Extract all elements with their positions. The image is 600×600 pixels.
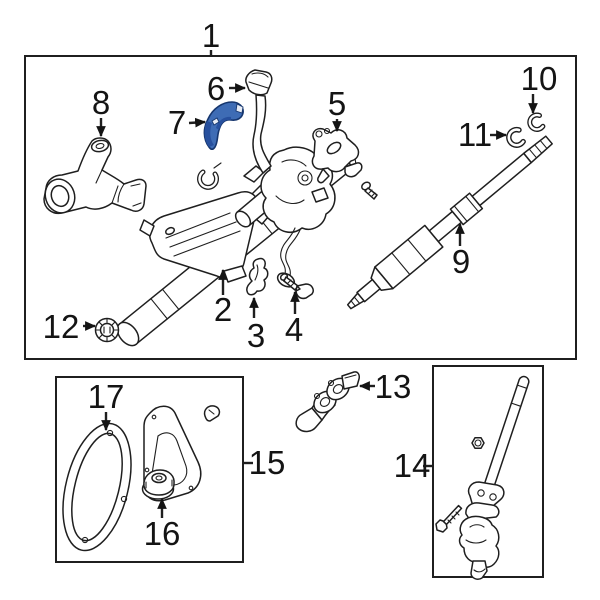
assembly-boxes	[24, 55, 577, 578]
part-10-shape[interactable]	[527, 112, 546, 132]
parts-layer	[41, 69, 553, 580]
callout-label-10[interactable]: 10	[521, 60, 558, 97]
part-7-highlighted-shape[interactable]	[203, 101, 244, 151]
callout-label-14[interactable]: 14	[394, 447, 431, 484]
callout-label-1[interactable]: 1	[202, 17, 220, 54]
part-14-assembly-shape[interactable]	[435, 375, 530, 580]
part-9-shape[interactable]	[346, 135, 553, 310]
assembly-box-15	[55, 376, 244, 563]
callout-label-2[interactable]: 2	[214, 291, 232, 328]
callout-label-7[interactable]: 7	[168, 104, 186, 141]
part-12-shape[interactable]	[94, 317, 120, 343]
callout-label-13[interactable]: 13	[375, 368, 412, 405]
part-17-shape[interactable]	[51, 416, 143, 557]
callout-label-6[interactable]: 6	[207, 70, 225, 107]
part-6-shape[interactable]	[245, 69, 273, 174]
callout-label-15[interactable]: 15	[249, 444, 286, 481]
callout-label-8[interactable]: 8	[92, 84, 110, 121]
assembly-box-14	[432, 365, 544, 578]
part-5-shape[interactable]	[311, 127, 363, 184]
assembly-box-1	[24, 55, 577, 360]
part-8-shape[interactable]	[41, 137, 147, 217]
callout-label-9[interactable]: 9	[452, 243, 470, 280]
callout-label-11[interactable]: 11	[458, 116, 492, 153]
part-11-shape[interactable]	[506, 126, 526, 148]
callout-label-3[interactable]: 3	[247, 317, 265, 354]
callout-label-4[interactable]: 4	[285, 311, 303, 348]
part-13-shape[interactable]	[295, 371, 360, 433]
part-4-shape[interactable]	[279, 273, 301, 292]
callout-label-12[interactable]: 12	[43, 308, 80, 345]
callout-label-17[interactable]: 17	[88, 378, 125, 415]
callout-label-5[interactable]: 5	[328, 85, 346, 122]
part-3-shape[interactable]	[246, 257, 269, 296]
small-screw-shape[interactable]	[360, 181, 378, 200]
part-16-shape[interactable]	[141, 469, 175, 500]
callout-line-7	[188, 117, 207, 128]
callout-label-16[interactable]: 16	[144, 515, 181, 552]
